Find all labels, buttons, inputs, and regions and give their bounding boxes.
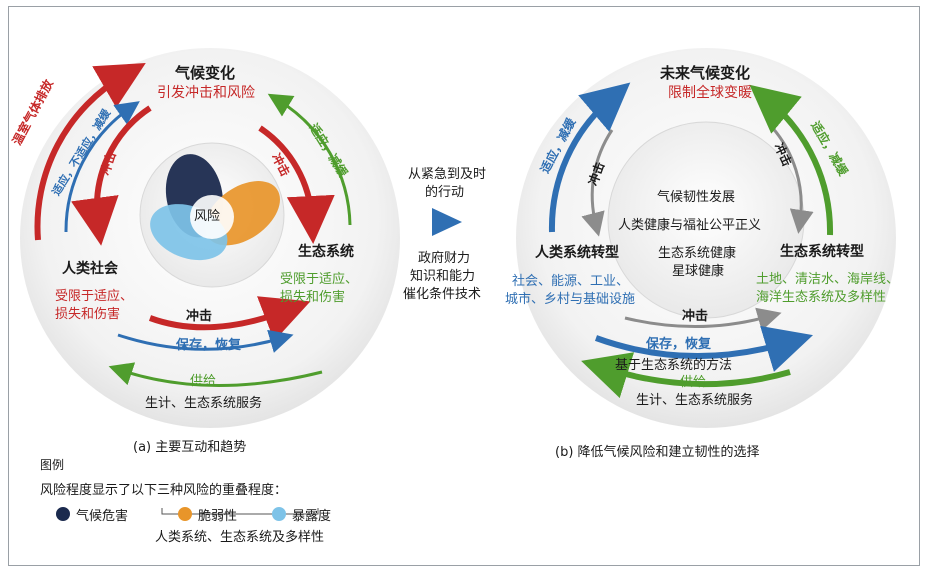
adapt-left-arc-right — [548, 82, 631, 233]
middle-line-1: 从紧急到及时 — [408, 167, 487, 182]
exposure-swatch — [272, 507, 286, 521]
risk-propeller — [150, 154, 280, 261]
adapt-left-arc — [64, 101, 140, 233]
legend-exposure: 暴露度 — [292, 509, 332, 524]
impact-bottom-arc — [148, 296, 311, 342]
right-eco-method: 基于生态系统的方法 — [615, 358, 733, 373]
right-center-1: 气候韧性发展 — [657, 190, 736, 205]
impact-left-arc — [71, 105, 152, 246]
play-arrow — [432, 208, 462, 236]
impact-right-arc-right — [768, 123, 814, 234]
right-title: 未来气候变化 — [660, 64, 751, 82]
right-human-sub-2: 城市、乡村与基础设施 — [505, 292, 636, 307]
left-subtitle: 引发冲击和风险 — [157, 85, 255, 101]
impact-left-arc-right — [581, 129, 614, 237]
legend-title: 图例 — [40, 458, 65, 472]
protect-arc — [117, 329, 294, 353]
left-center-label: 风险 — [194, 209, 221, 224]
legend-vulnerability: 脆弱性 — [198, 509, 238, 524]
right-center-3: 生态系统健康 — [658, 246, 737, 261]
impact-right-arc — [258, 125, 335, 244]
middle-line-5: 催化条件技术 — [403, 287, 482, 302]
left-title: 气候变化 — [175, 64, 236, 82]
right-eco-sub-2: 海洋生态系统及多样性 — [756, 290, 887, 305]
right-human-title: 人类系统转型 — [535, 245, 619, 261]
middle-line-2: 的行动 — [425, 185, 465, 200]
impact-bottom-arc-right — [624, 307, 782, 331]
hazard-swatch — [56, 507, 70, 521]
right-center-4: 星球健康 — [672, 264, 725, 279]
left-human-title: 人类社会 — [62, 261, 118, 277]
services-label: 生计、生态系统服务 — [145, 396, 263, 411]
protect-arc-right — [594, 325, 813, 372]
adapt-right-arc — [267, 93, 352, 226]
legend-bracket-label: 人类系统、生态系统及多样性 — [155, 530, 325, 545]
right-supply-label: 供给 — [680, 375, 707, 390]
adapt-right-arc-right — [749, 84, 834, 236]
legend-bracket — [161, 508, 319, 515]
supply-arc-right — [581, 352, 791, 399]
left-human-sub-2: 损失和伤害 — [55, 307, 121, 322]
legend-hazard: 气候危害 — [76, 509, 129, 524]
right-services-label: 生计、生态系统服务 — [636, 393, 754, 408]
caption-a: (a) 主要互动和趋势 — [133, 440, 247, 455]
right-eco-title: 生态系统转型 — [780, 244, 864, 260]
emission-arc — [34, 62, 146, 241]
legend-desc: 风险程度显示了以下三种风险的重叠程度： — [40, 483, 288, 498]
right-impact-bottom-label: 冲击 — [682, 309, 709, 324]
left-eco-title: 生态系统 — [298, 244, 354, 260]
right-center-2: 人类健康与福祉公平正义 — [618, 218, 762, 233]
right-subtitle: 限制全球变暖 — [668, 85, 752, 101]
right-human-sub-1: 社会、能源、工业、 — [512, 274, 630, 289]
middle-line-3: 政府财力 — [418, 251, 471, 266]
supply-label: 供给 — [190, 374, 217, 389]
middle-line-4: 知识和能力 — [410, 269, 476, 284]
supply-arc — [108, 362, 323, 388]
left-eco-sub-2: 损失和伤害 — [280, 290, 346, 305]
left-eco-sub-1: 受限于适应、 — [280, 272, 359, 287]
protect-label: 保存，恢复 — [176, 338, 242, 353]
caption-b: (b) 降低气候风险和建立韧性的选择 — [555, 445, 760, 460]
right-protect-label: 保存，恢复 — [646, 337, 712, 352]
right-eco-sub-1: 土地、清洁水、海岸线、 — [756, 272, 900, 287]
impact-bottom-label: 冲击 — [186, 309, 213, 324]
vulnerability-swatch — [178, 507, 192, 521]
figure-frame — [8, 6, 920, 566]
left-human-sub-1: 受限于适应、 — [55, 289, 134, 304]
